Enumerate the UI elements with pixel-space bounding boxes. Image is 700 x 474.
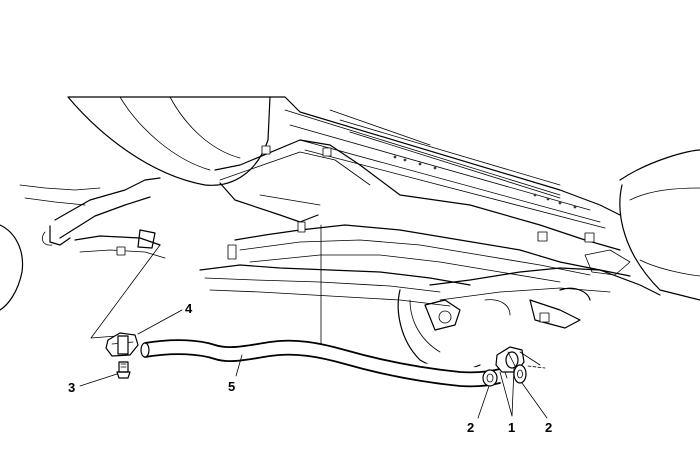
hanger-bracket-left bbox=[105, 332, 139, 357]
arrow-tick bbox=[504, 371, 508, 379]
bolt-left bbox=[116, 361, 131, 379]
callout-2-left: 2 bbox=[467, 420, 474, 435]
insulator-right-small bbox=[513, 364, 527, 384]
callout-4: 4 bbox=[185, 301, 193, 316]
leader-5 bbox=[235, 354, 243, 377]
leader-4 bbox=[137, 309, 183, 335]
left-front-tire bbox=[67, 96, 271, 186]
callout-2-right: 2 bbox=[545, 420, 552, 435]
leader-1b bbox=[511, 367, 515, 417]
leader-2a bbox=[477, 385, 490, 419]
insulator-left-small bbox=[482, 369, 498, 387]
callout-1: 1 bbox=[508, 420, 515, 435]
exhaust-pipe bbox=[140, 339, 501, 388]
leader-line-left-frame bbox=[90, 244, 161, 339]
arrow-dashed-right bbox=[527, 365, 546, 369]
vehicle-underbody bbox=[0, 96, 700, 371]
callout-5: 5 bbox=[228, 379, 235, 394]
leader-2b bbox=[521, 382, 548, 419]
callout-3: 3 bbox=[68, 380, 75, 395]
leader-1a bbox=[499, 371, 513, 417]
leader-3 bbox=[79, 373, 118, 387]
